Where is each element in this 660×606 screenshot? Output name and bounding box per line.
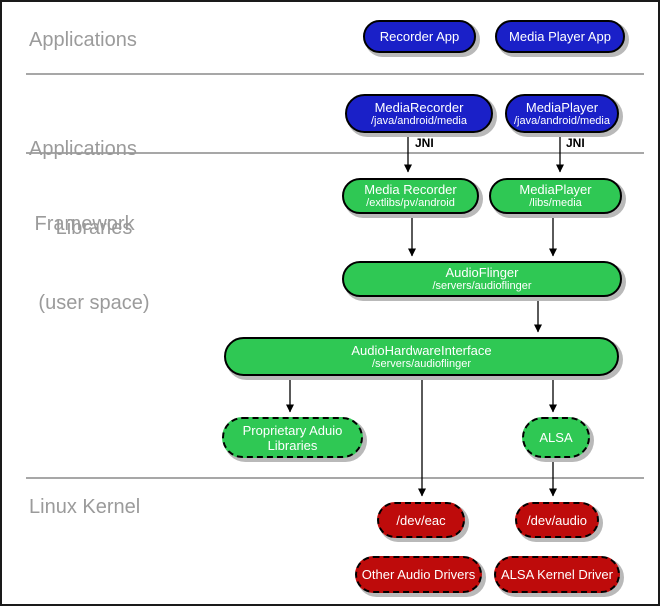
section-label-libraries-line1: Libraries — [55, 217, 133, 239]
node-other-audio-drivers-title: Other Audio Drivers — [361, 567, 476, 582]
jni-label-right: JNI — [566, 136, 585, 150]
section-label-applications-framework-line1: Applications — [29, 138, 137, 160]
node-mediarecorder-framework-title: MediaRecorder — [374, 99, 464, 115]
node-alsa-title: ALSA — [539, 430, 573, 445]
node-audio-hardware-interface-path: /servers/audioflinger — [371, 357, 472, 370]
node-mediaplayer-lib-path: /libs/media — [529, 197, 582, 209]
node-audio-hardware-interface: AudioHardwareInterface /servers/audiofli… — [224, 337, 619, 376]
node-audioflinger-path: /servers/audioflinger — [432, 280, 532, 292]
node-dev-eac-title: /dev/eac — [396, 512, 446, 528]
node-mediaplayer-lib-title: MediaPlayer — [519, 182, 592, 197]
node-media-player-app-title: Media Player App — [509, 29, 611, 44]
node-recorder-app: Recorder App — [363, 20, 476, 53]
node-media-recorder-lib-path: /extlibs/pv/android — [366, 197, 455, 209]
section-label-libraries-line2: (user space) — [38, 292, 150, 314]
section-label-linux-kernel: Linux Kernel — [29, 496, 141, 518]
node-mediarecorder-framework-path: /java/android/media — [370, 114, 467, 127]
node-media-recorder-lib: Media Recorder /extlibs/pv/android — [342, 178, 479, 214]
section-label-applications-framework-line2: Framework — [29, 213, 135, 235]
node-audioflinger-title: AudioFlinger — [445, 265, 519, 280]
node-dev-audio-title: /dev/audio — [527, 512, 587, 528]
section-label-libraries: Libraries (user space) — [26, 166, 162, 366]
section-label-applications: Applications — [29, 29, 137, 51]
node-mediaplayer-framework-path: /java/android/media — [513, 114, 610, 127]
jni-label-left: JNI — [415, 136, 434, 150]
section-label-applications-framework: Applications Framework — [29, 87, 137, 287]
node-alsa-kernel-driver-title: ALSA Kernel Driver — [501, 567, 613, 582]
node-media-recorder-lib-title: Media Recorder — [364, 182, 457, 197]
node-other-audio-drivers: Other Audio Drivers — [355, 556, 482, 593]
node-dev-eac: /dev/eac — [377, 502, 465, 538]
node-alsa: ALSA — [522, 417, 590, 458]
node-recorder-app-title: Recorder App — [379, 29, 460, 44]
node-dev-audio: /dev/audio — [515, 502, 599, 538]
node-mediaplayer-lib: MediaPlayer /libs/media — [489, 178, 622, 214]
node-mediarecorder-framework: MediaRecorder /java/android/media — [345, 94, 493, 133]
node-mediaplayer-framework: MediaPlayer /java/android/media — [505, 94, 619, 133]
node-audioflinger: AudioFlinger /servers/audioflinger — [342, 261, 622, 297]
node-media-player-app: Media Player App — [495, 20, 625, 53]
node-audio-hardware-interface-title: AudioHardwareInterface — [351, 342, 492, 358]
node-alsa-kernel-driver: ALSA Kernel Driver — [494, 556, 620, 593]
node-proprietary-audio-libraries: Proprietary Aduio Libraries — [222, 417, 363, 458]
node-proprietary-audio-libraries-title: Proprietary Aduio Libraries — [242, 422, 343, 453]
node-mediaplayer-framework-title: MediaPlayer — [525, 99, 599, 115]
